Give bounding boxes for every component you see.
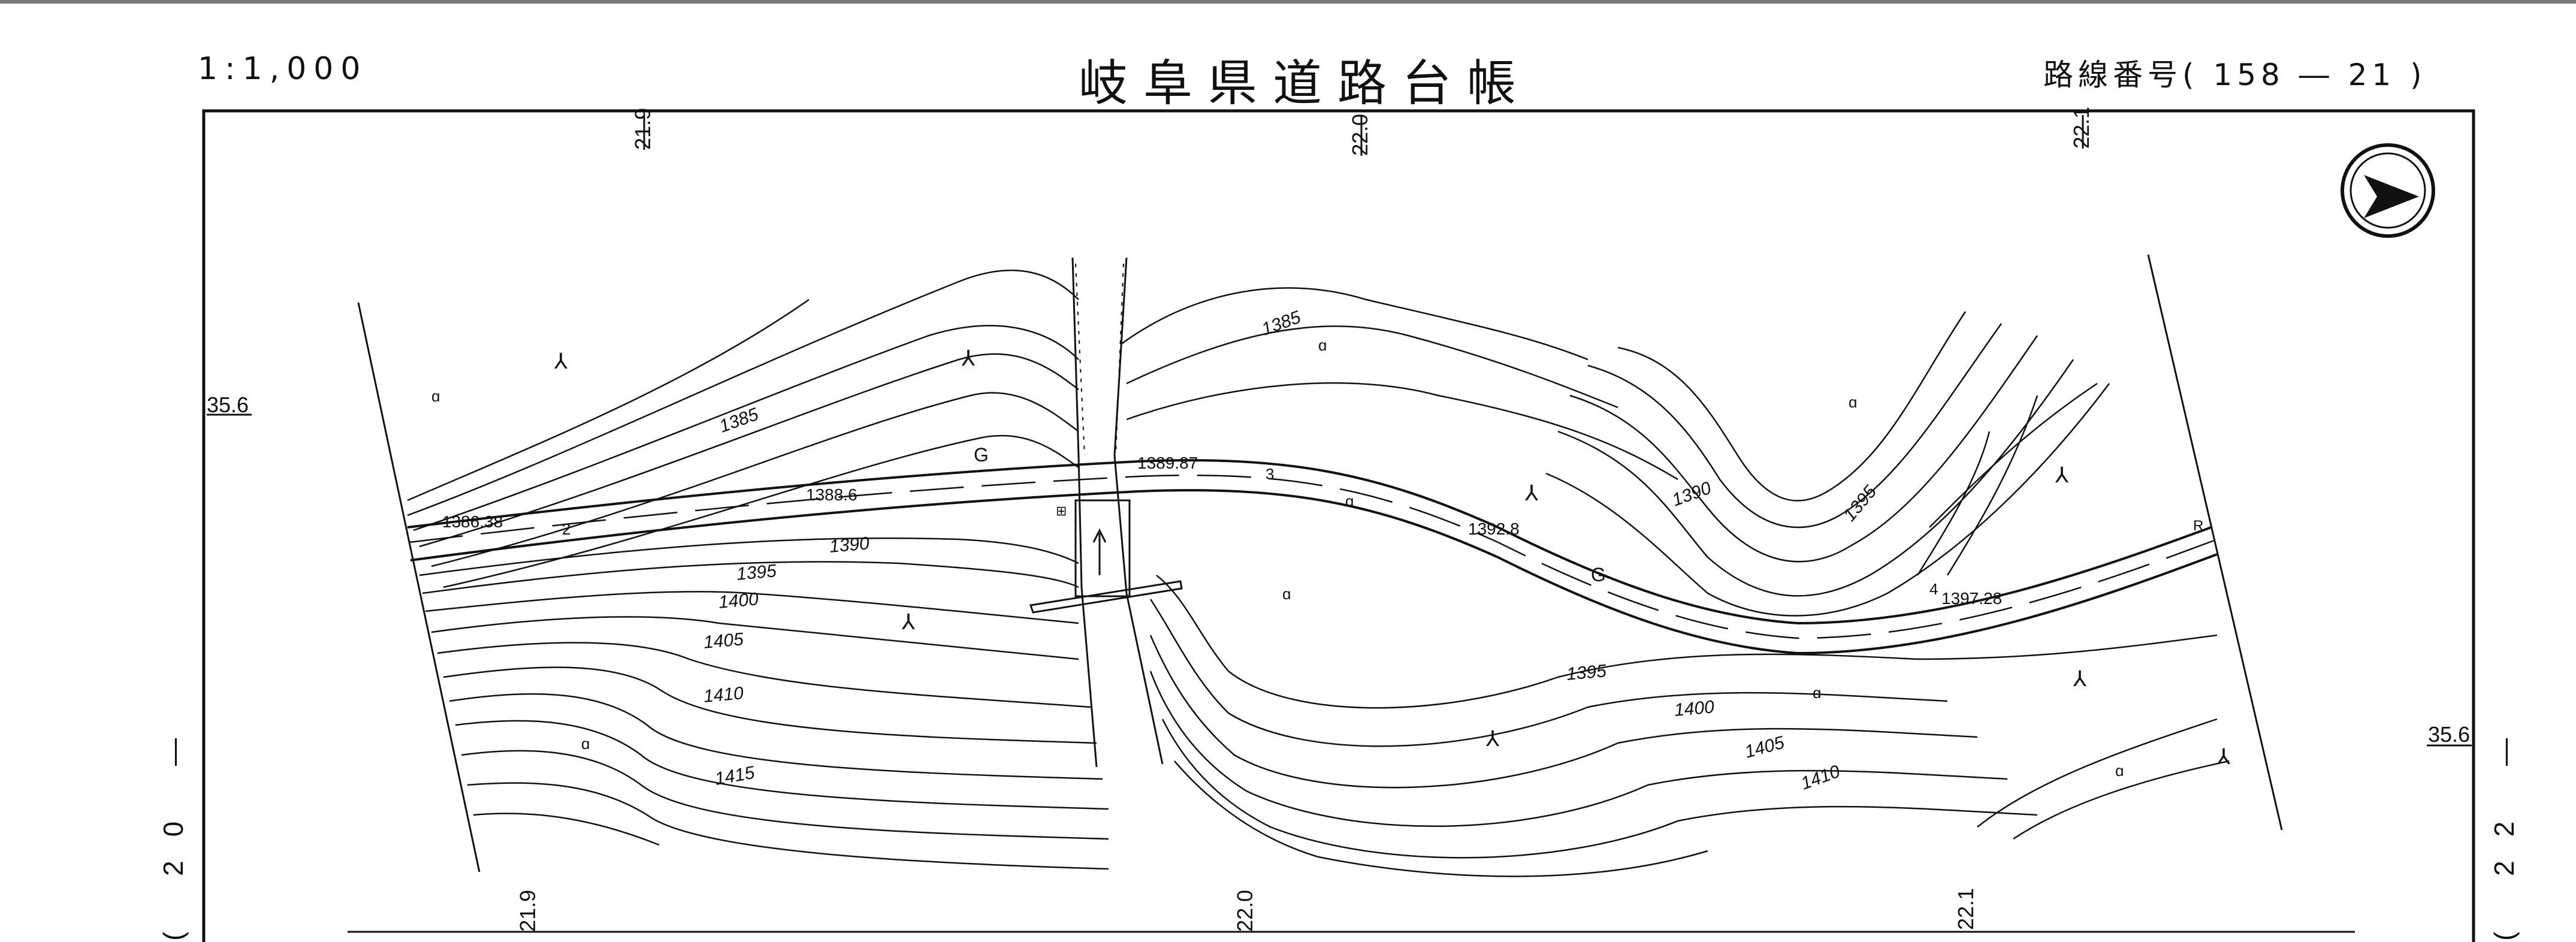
grass-symbol-icon: ⅄: [554, 349, 568, 373]
road-edge-south: [410, 489, 2218, 655]
culvert-box: [1074, 499, 1131, 597]
station-mark: 4: [1929, 580, 1938, 598]
grid-bottom-21-9: 21.9: [515, 890, 540, 932]
station-mark: 2: [562, 520, 570, 538]
contour-label: 1395: [1566, 661, 1608, 684]
tree-symbol-icon: ɑ: [1282, 585, 1291, 603]
contour-label: 1390: [829, 533, 871, 557]
spot-heights: 1386.38 1388.6 1389.87 1392.8 1397.28: [442, 454, 2002, 608]
tree-symbol-icon: ɑ: [1318, 336, 1327, 354]
tree-symbol-icon: ɑ: [1849, 393, 1857, 411]
grid-bottom-22-0: 22.0: [1233, 890, 1257, 932]
grass-symbol-icon: ⅄: [1524, 481, 1539, 505]
north-arrow-icon: [2341, 143, 2435, 238]
guardrail-mark: G: [1591, 564, 1606, 585]
road-station-marks: 2 3 4: [562, 465, 1938, 598]
route-number: 路線番号( 158 ― 21 ): [2043, 58, 2427, 92]
grass-symbol-icon: ⅄: [2073, 666, 2087, 691]
top-border: [0, 0, 2576, 4]
svg-text:21.9: 21.9: [630, 108, 655, 150]
grid-top-22-0: 22.0: [1348, 114, 1372, 156]
adjacent-sheet-right: ( 22 ―: [2489, 714, 2520, 941]
tree-symbol-icon: ɑ: [1345, 492, 1354, 510]
grass-symbol-icon: ⅄: [1485, 726, 1500, 751]
contour-label: 1400: [1674, 697, 1716, 720]
contour-label: 1390: [1669, 478, 1714, 511]
contour-label: 1400: [718, 589, 760, 612]
survey-boundary-right: [2147, 254, 2283, 831]
svg-text:22.0: 22.0: [1348, 114, 1372, 156]
spot-height: 1388.6: [806, 485, 857, 504]
map-frame: [202, 109, 2475, 942]
contour-label: 1415: [713, 763, 756, 789]
contour-labels: 1385 1385 1390 1395 1400 1405 1410 1415 …: [703, 307, 1881, 794]
map-symbols: ⅄ ⅄ ⅄ ⅄ ⅄ ⅄ ⅄ ⅄ ɑ ɑ ɑ ɑ ɑ ɑ ɑ ɑ G G R ⊞: [431, 336, 2231, 780]
tree-symbol-icon: ɑ: [2115, 762, 2124, 780]
contours-south: [419, 537, 2230, 877]
tree-symbol-icon: ɑ: [581, 735, 590, 753]
svg-text:21.9: 21.9: [515, 890, 540, 932]
contours-north: [407, 269, 2110, 617]
grass-symbol-icon: ⅄: [901, 609, 916, 634]
grass-symbol-icon: ⅄: [961, 346, 976, 370]
svg-text:22.1: 22.1: [1953, 888, 1978, 930]
map-title: 岐阜県道路台帳: [1079, 55, 1532, 112]
grid-top-21-9: 21.9: [630, 108, 655, 150]
road-edge-north: [407, 459, 2212, 625]
tree-symbol-icon: ɑ: [431, 387, 440, 405]
svg-text:22.0: 22.0: [1233, 890, 1257, 932]
contour-label: 1410: [1798, 762, 1843, 794]
contour-label: 1405: [703, 629, 745, 653]
spot-height: 1389.87: [1137, 454, 1198, 472]
svg-text:( 20 ―: ( 20 ―: [158, 714, 189, 941]
grid-top-22-1: 22.1: [2069, 107, 2094, 149]
guardrail-mark: G: [974, 444, 989, 466]
spot-height: 1397.28: [1941, 589, 2002, 608]
flow-arrow-icon: [1092, 528, 1107, 575]
retaining-mark: R: [2193, 518, 2203, 534]
tree-symbol-icon: ɑ: [1813, 684, 1821, 702]
contour-label: 1395: [736, 561, 778, 584]
grass-symbol-icon: ⅄: [2216, 744, 2231, 769]
svg-text:22.1: 22.1: [2069, 107, 2094, 149]
grid-right-35-6: 35.6: [2428, 722, 2470, 747]
road-centerline: [409, 474, 2215, 639]
spot-height: 1392.8: [1468, 520, 1520, 538]
grass-symbol-icon: ⅄: [2055, 463, 2069, 487]
contour-label: 1410: [703, 683, 745, 707]
grid-left-35-6: 35.6: [207, 393, 249, 417]
headwall: [1029, 580, 1183, 614]
road: [407, 459, 2218, 655]
stream-channel: [1029, 257, 1183, 768]
svg-text:( 22 ―: ( 22 ―: [2489, 714, 2520, 941]
contour-label: 1385: [1259, 307, 1303, 340]
spot-height: 1386.38: [442, 512, 503, 531]
contour-label: 1405: [1743, 733, 1786, 762]
grid-bottom-22-1: 22.1: [1953, 888, 1978, 930]
scale-label: 1:1,000: [198, 51, 368, 87]
station-mark: 3: [1266, 465, 1274, 483]
adjacent-sheet-left: ( 20 ―: [158, 714, 189, 941]
survey-boundary-left: [357, 302, 481, 872]
bridge-mark: ⊞: [1056, 503, 1067, 518]
